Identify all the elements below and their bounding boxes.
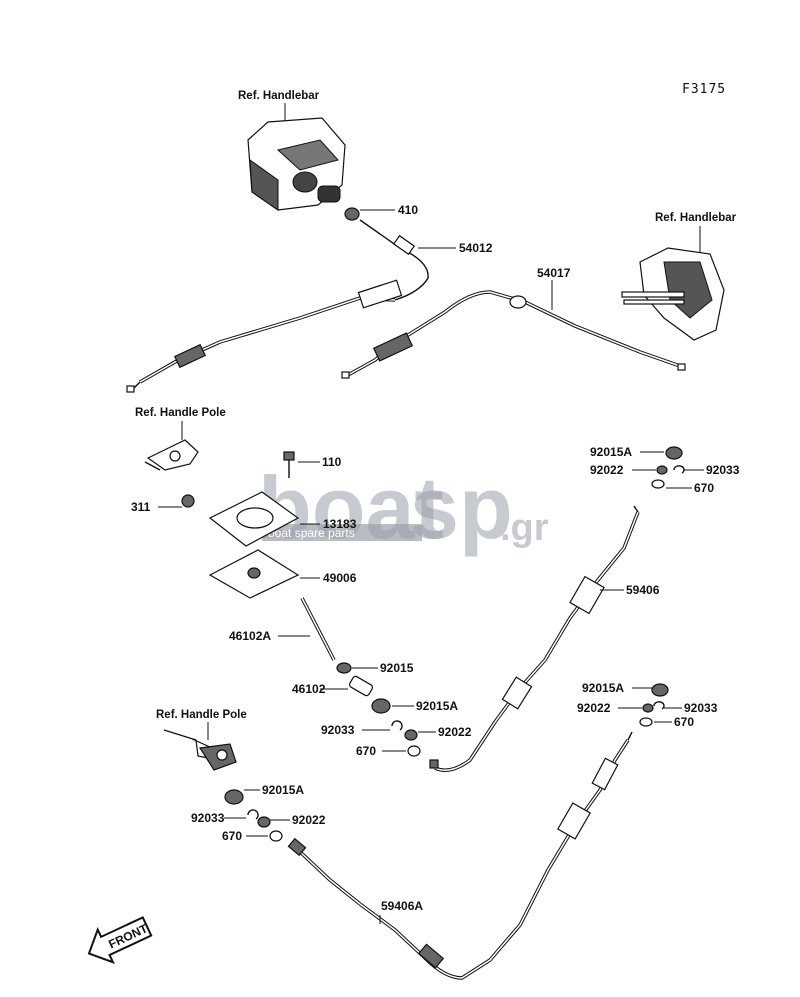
ref-handlebar-left-label: Ref. Handlebar [238, 90, 320, 102]
washer-92022-tr [656, 465, 668, 475]
label-311: 311 [131, 500, 151, 514]
label-92033-bl: 92033 [191, 811, 225, 825]
nut-92015A-bl [224, 789, 244, 805]
label-670-mid: 670 [356, 744, 376, 758]
cable-54012 [126, 219, 429, 393]
ring-670-r2 [639, 717, 653, 727]
gasket-49006 [208, 549, 300, 599]
watermark: boat sp .gr boat spare parts [258, 458, 549, 557]
label-92022-tr: 92022 [590, 463, 624, 477]
ref-handle-pole-bottom-label: Ref. Handle Pole [156, 709, 247, 721]
ref-handlebar-right-label: Ref. Handlebar [655, 212, 737, 224]
label-49006: 49006 [323, 571, 357, 585]
nut-92015 [336, 662, 352, 674]
label-46102: 46102 [292, 682, 326, 696]
front-arrow-icon: FRONT [87, 916, 153, 964]
label-46102A: 46102A [229, 629, 271, 643]
label-670-r2: 670 [674, 715, 694, 729]
cable-59406A [287, 731, 633, 980]
washer-92022-bl [257, 816, 271, 828]
nut-311 [181, 494, 195, 508]
handle-pole-bracket-bottom [163, 729, 237, 771]
label-670-tr: 670 [694, 481, 714, 495]
nut-92015A-tr [665, 446, 683, 460]
label-92015A-r2: 92015A [582, 681, 624, 695]
ring-670-bl [269, 830, 283, 842]
watermark-tagline: boat spare parts [268, 526, 355, 540]
label-670-bl: 670 [222, 829, 242, 843]
label-92022-r2: 92022 [577, 701, 611, 715]
label-13183: 13183 [323, 517, 357, 531]
label-59406: 59406 [626, 583, 660, 597]
watermark-brand-b: sp [410, 458, 513, 557]
label-92015A-mid: 92015A [416, 699, 458, 713]
label-54017: 54017 [537, 266, 571, 280]
cable-54017 [341, 290, 686, 379]
handlebar-left-housing [247, 117, 346, 211]
nut-92015A-mid [371, 698, 391, 714]
nut-92015A-r2 [651, 683, 669, 697]
ring-670-mid [407, 745, 421, 757]
figure-code: F3175 [682, 82, 726, 97]
label-92033-tr: 92033 [706, 463, 740, 477]
label-92015: 92015 [380, 661, 414, 675]
label-54012: 54012 [459, 241, 493, 255]
rod-46102A [300, 597, 336, 661]
watermark-tld: .gr [500, 507, 549, 549]
clip-92033-r2 [653, 701, 665, 710]
label-92015A-tr: 92015A [590, 445, 632, 459]
label-59406A: 59406A [381, 899, 423, 913]
label-92015A-bl: 92015A [262, 783, 304, 797]
sleeve-46102 [348, 675, 374, 697]
clip-92033-mid [391, 720, 403, 731]
label-92033-r2: 92033 [684, 701, 718, 715]
washer-92022-r2 [642, 703, 654, 713]
clip-92033-bl [247, 809, 259, 820]
label-92022-mid: 92022 [438, 725, 472, 739]
washer-92022-mid [404, 729, 418, 741]
ring-670-tr [651, 479, 665, 489]
nut-410 [344, 207, 360, 221]
clip-92033-tr [673, 465, 685, 474]
handlebar-right-housing [621, 247, 725, 341]
label-410: 410 [398, 203, 418, 217]
ref-handle-pole-top-label: Ref. Handle Pole [135, 407, 226, 419]
bolt-110 [283, 451, 295, 478]
plate-13183 [208, 491, 300, 547]
label-92022-bl: 92022 [292, 813, 326, 827]
label-110: 110 [322, 455, 342, 469]
label-92033-mid: 92033 [321, 723, 355, 737]
handle-pole-bracket-top [144, 439, 199, 471]
cable-59406 [429, 505, 640, 772]
